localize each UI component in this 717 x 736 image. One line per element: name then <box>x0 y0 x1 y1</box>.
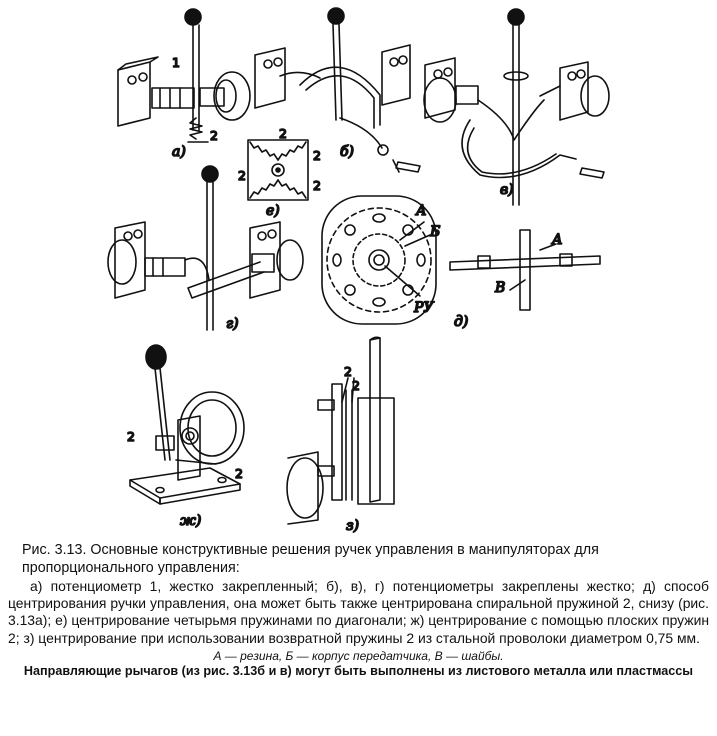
label-2-e-right2: 2 <box>313 178 321 193</box>
label-panel-b: б) <box>340 144 354 160</box>
label-2-e-left: 2 <box>238 168 246 183</box>
label-2-e-right: 2 <box>313 148 321 163</box>
label-panel-g: г) <box>226 316 239 332</box>
panel-v-drawing <box>423 8 610 206</box>
label-panel-z: з) <box>346 518 359 534</box>
panel-a-drawing <box>117 8 251 143</box>
label-panel-d: д) <box>454 314 468 330</box>
label-B-d: Б <box>429 224 440 240</box>
label-A-side: А <box>551 232 563 248</box>
caption-body: а) потенциометр 1, жестко закрепленный; … <box>8 578 709 646</box>
label-2-z-a: 2 <box>344 364 352 379</box>
caption-title: Рис. 3.13. Основные конструктивные решен… <box>22 542 599 576</box>
label-panel-v: в) <box>500 182 514 198</box>
label-V-side: В <box>494 280 505 296</box>
panel-e-drawing <box>247 139 309 201</box>
panel-g-drawing <box>107 165 304 331</box>
label-2-zh-left: 2 <box>127 429 135 444</box>
label-A-d: А <box>415 203 427 219</box>
figure-caption: Рис. 3.13. Основные конструктивные решен… <box>0 541 717 678</box>
figure-drawings: 1 2 а) б) в) <box>107 7 610 535</box>
caption-legend: А — резина, Б — корпус передатчика, В — … <box>213 648 504 663</box>
label-2-zh-right: 2 <box>235 466 243 481</box>
panel-b-drawing <box>254 7 421 173</box>
caption-note: Направляющие рычагов (из рис. 3.13б и в)… <box>23 663 694 678</box>
label-panel-a: а) <box>172 144 186 160</box>
label-1: 1 <box>172 55 180 70</box>
label-panel-e: е) <box>266 203 280 219</box>
label-2-e-top: 2 <box>279 126 287 141</box>
label-RU-d: РУ <box>413 300 434 316</box>
panel-zh-drawing <box>129 344 245 505</box>
panel-d-drawing <box>321 195 601 325</box>
label-2-z-b: 2 <box>352 378 360 393</box>
label-2-a: 2 <box>210 128 218 143</box>
label-panel-zh: ж) <box>180 513 201 529</box>
panel-z-drawing <box>286 336 395 525</box>
